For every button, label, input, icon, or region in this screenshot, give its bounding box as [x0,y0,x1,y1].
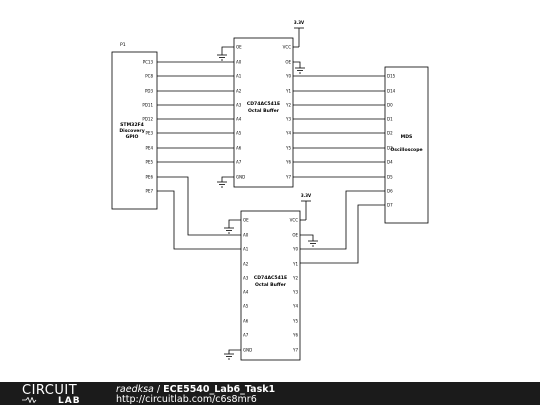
buffer-bottom-pin-label: Y5 [292,319,298,324]
schematic: P1 STM32F4 Discovery GPIO PC13 PC8 PD3 P… [111,20,429,361]
buffer-top-pin-label: A7 [236,160,242,165]
buffer-bottom-supply-label: 3.3V [301,193,312,198]
buffer-bottom-pin-label: A6 [243,319,249,324]
oscilloscope-pin-label: D1 [387,117,393,122]
buffer-bottom-body [240,210,301,361]
buffer-top-pin-label: Y7 [285,175,291,180]
buffer-bottom-pin-label: Y2 [292,276,298,281]
buffer-bottom-pin-label: A1 [243,247,249,252]
wires-top-buffer-to-scope [293,75,385,178]
power-ground-bottom-buffer [224,200,318,360]
buffer-top-pin-label: Y2 [285,103,291,108]
buffer-top-pin-label: A6 [236,146,242,151]
buffer-bottom-pin-label: VCC [290,218,299,223]
mcu-ref: P1 [120,42,126,48]
buffer-top-pin-label: A5 [236,131,242,136]
buffer-top-pin-label: Y3 [285,117,291,122]
buffer-top-pin-label: Y6 [285,160,291,165]
oscilloscope-pin-label: D4 [387,160,393,165]
project-url-link[interactable]: http://circuitlab.com/c6s8mr6 [116,394,257,405]
mcu-pin-label: PD12 [142,117,153,122]
buffer-top-pin-label: A3 [236,103,242,108]
circuitlab-logo[interactable]: CIRCUIT LAB [22,383,80,406]
buffer-top-pin-label: A4 [236,117,242,122]
buffer-bottom-component[interactable]: CD74AC541E Octal Buffer OE A0 A1 A2 A3 A… [240,193,312,361]
buffer-bottom-pin-label: GND [243,348,252,353]
mcu-pin-label: PC8 [145,74,153,79]
mcu-pin-label: PD3 [145,89,153,94]
buffer-bottom-pin-label: Y7 [292,348,298,353]
oscilloscope-body [384,66,429,224]
oscilloscope-component[interactable]: MDS Oscilloscope D15 D14 D0 D1 D2 D3 D4 … [384,66,429,224]
oscilloscope-name-line-2: Oscilloscope [390,147,422,153]
oscilloscope-pin-label: D3 [387,146,393,151]
buffer-bottom-pin-label: A4 [243,290,249,295]
buffer-top-body [233,37,294,188]
mcu-pin-label: PD11 [142,103,153,108]
mcu-pin-label: PE4 [146,146,154,151]
mcu-pin-label: PC13 [143,60,154,65]
buffer-bottom-pin-label: Y4 [292,304,298,309]
buffer-top-name-line-1: CD74AC541E [247,101,280,107]
buffer-top-pin-label: Y5 [285,146,291,151]
buffer-bottom-pin-label: A3 [243,276,249,281]
mcu-name-line-1: STM32F4 [120,122,144,128]
buffer-top-pin-label: Y1 [285,89,291,94]
username-link[interactable]: raedksa [116,384,154,395]
oscilloscope-pin-label: D2 [387,131,393,136]
buffer-top-pin-label: Y4 [285,131,291,136]
footer-bar: CIRCUIT LAB raedksa / ECE5540_Lab6_Task1… [0,382,540,406]
oscilloscope-pin-label: D5 [387,175,393,180]
buffer-top-pin-label: A0 [236,60,242,65]
buffer-bottom-pin-label: OE [243,218,249,223]
buffer-bottom-pin-label: Y1 [292,262,298,267]
buffer-top-pin-label: OE [285,60,291,65]
buffer-bottom-pin-label: Y6 [292,333,298,338]
logo-text-lab: LAB [58,396,81,406]
buffer-top-supply-label: 3.3V [294,20,305,25]
buffer-bottom-pin-label: A5 [243,304,249,309]
logo-wave-icon [22,397,37,403]
buffer-top-pin-label: Y0 [285,74,291,79]
buffer-top-pin-label: OE [236,45,242,50]
wires-bottom-buffer-to-scope [300,190,385,264]
mcu-pin-label: PE5 [146,160,154,165]
buffer-bottom-pin-label: OE [292,233,298,238]
oscilloscope-pin-label: D6 [387,189,393,194]
wires-mcu-to-bottom-buffer [157,176,241,250]
oscilloscope-name-line-1: MDS [401,134,413,140]
mcu-name-line-3: GPIO [126,134,139,140]
buffer-bottom-pin-label: Y0 [292,247,298,252]
buffer-bottom-name-line-1: CD74AC541E [254,275,287,281]
oscilloscope-pin-label: D7 [387,203,393,208]
mcu-pin-label: PE6 [146,175,154,180]
buffer-top-pin-label: GND [236,175,245,180]
mcu-pin-label: PE7 [146,189,154,194]
wires-mcu-to-top-buffer [157,61,234,163]
oscilloscope-pin-label: D15 [387,74,396,79]
buffer-top-pin-label: A2 [236,89,242,94]
buffer-bottom-pin-label: A2 [243,262,249,267]
buffer-top-pin-label: A1 [236,74,242,79]
buffer-bottom-name-line-2: Octal Buffer [255,282,287,288]
project-title-line: raedksa / ECE5540_Lab6_Task1 [116,384,275,395]
buffer-top-name-line-2: Octal Buffer [248,108,280,114]
mcu-pin-label: PE3 [146,131,154,136]
oscilloscope-pin-label: D0 [387,103,393,108]
logo-text-circuit: CIRCUIT [22,383,78,398]
buffer-top-component[interactable]: CD74AC541E Octal Buffer OE A0 A1 A2 A3 A… [233,20,305,188]
buffer-bottom-pin-label: A0 [243,233,249,238]
mcu-body [111,51,158,210]
buffer-top-pin-label: VCC [283,45,292,50]
mcu-component[interactable]: P1 STM32F4 Discovery GPIO PC13 PC8 PD3 P… [111,42,158,210]
buffer-bottom-pin-label: Y3 [292,290,298,295]
oscilloscope-pin-label: D14 [387,89,396,94]
buffer-bottom-pin-label: A7 [243,333,249,338]
power-ground-top-buffer [217,27,305,188]
project-name[interactable]: ECE5540_Lab6_Task1 [163,384,276,395]
title-separator: / [156,384,161,395]
mcu-name-line-2: Discovery [119,128,144,134]
